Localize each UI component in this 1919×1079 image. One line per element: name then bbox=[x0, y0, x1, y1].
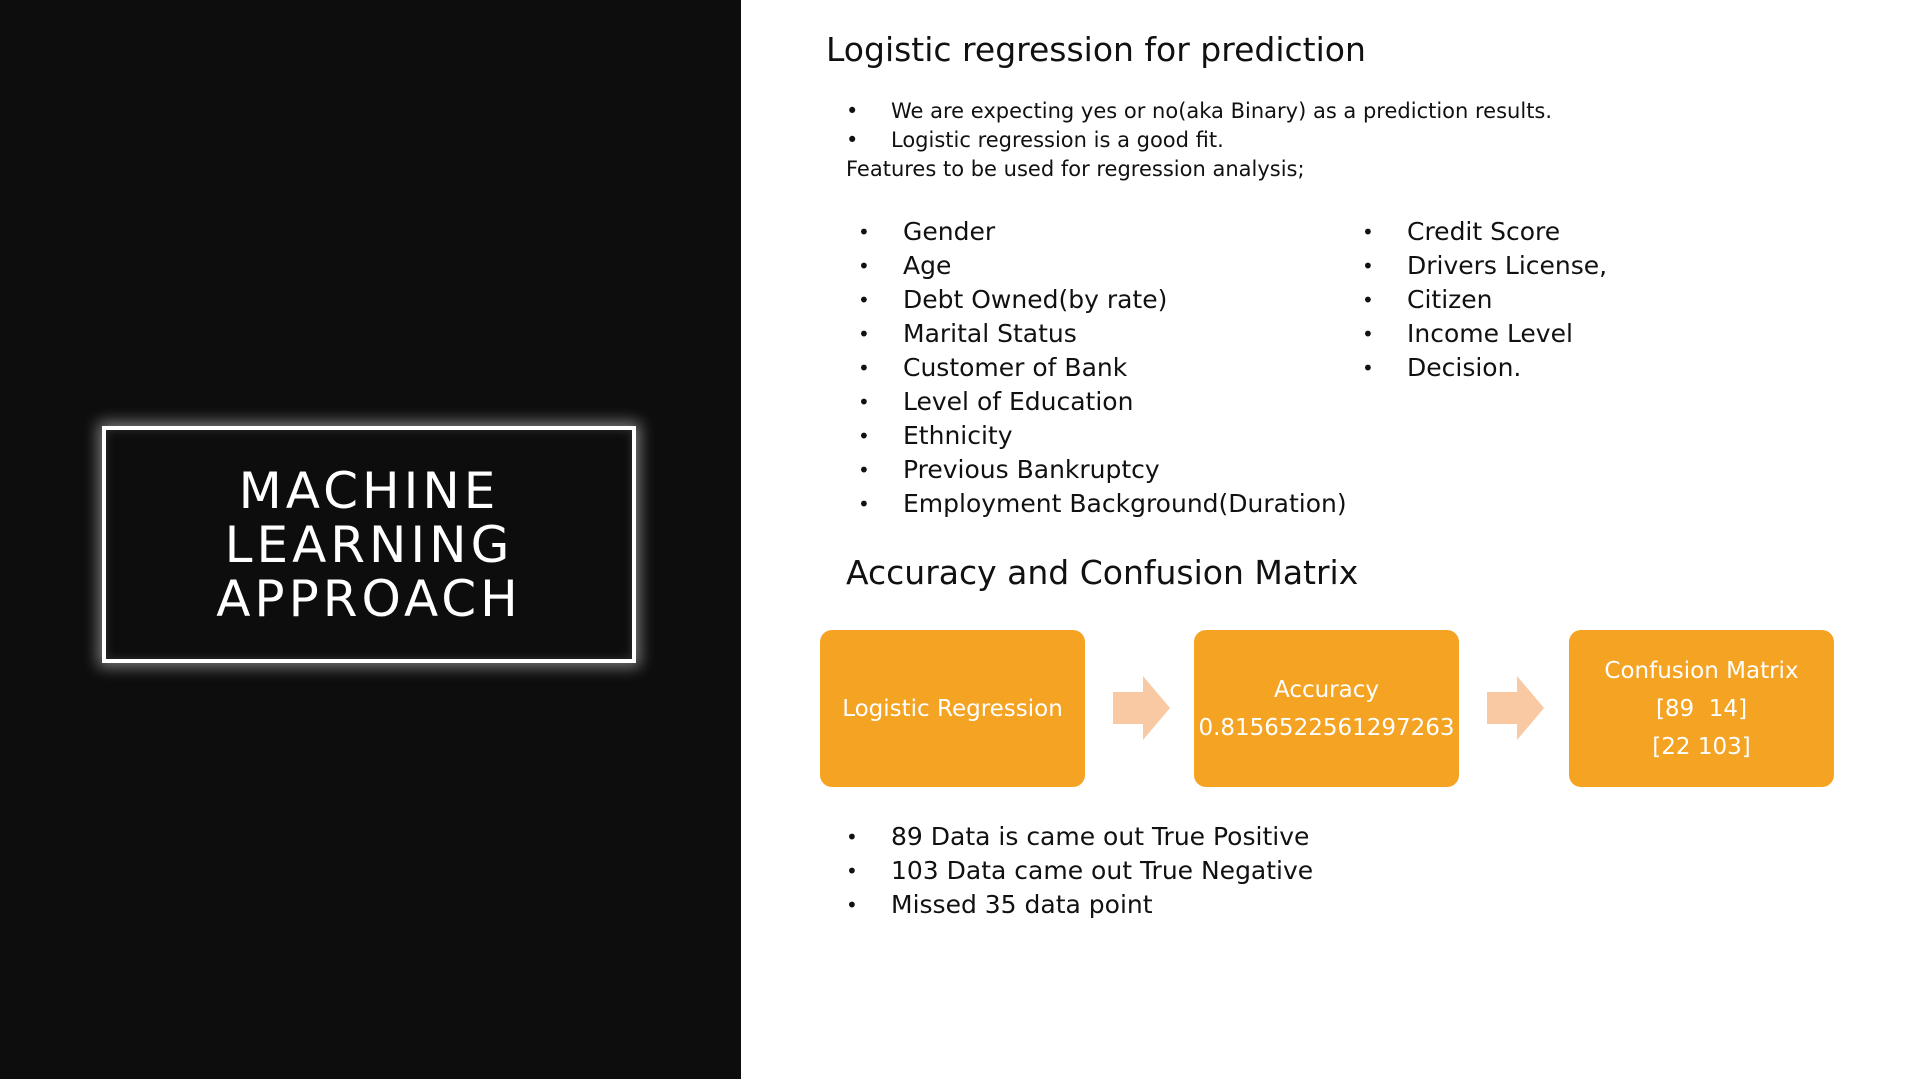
intro-bullet-2: Logistic regression is a good fit. bbox=[846, 126, 1552, 155]
feature-item: Previous Bankruptcy bbox=[858, 453, 1347, 487]
confusion-matrix-row-2: [22 103] bbox=[1652, 733, 1751, 760]
flow-box-logistic-regression: Logistic Regression bbox=[820, 630, 1085, 787]
result-item: 103 Data came out True Negative bbox=[846, 854, 1313, 888]
feature-item: Decision. bbox=[1362, 351, 1607, 385]
arrow-right-icon bbox=[1113, 676, 1170, 740]
feature-item: Drivers License, bbox=[1362, 249, 1607, 283]
title-line-2: LEARNING bbox=[224, 515, 514, 574]
feature-item: Income Level bbox=[1362, 317, 1607, 351]
title-line-1: MACHINE bbox=[238, 461, 500, 520]
feature-item: Marital Status bbox=[858, 317, 1347, 351]
flow-box-confusion-matrix: Confusion Matrix [89 14] [22 103] bbox=[1569, 630, 1834, 787]
feature-item: Level of Education bbox=[858, 385, 1347, 419]
left-panel: MACHINE LEARNING APPROACH bbox=[0, 0, 741, 1079]
heading-accuracy-confusion: Accuracy and Confusion Matrix bbox=[846, 553, 1359, 592]
confusion-matrix-label: Confusion Matrix bbox=[1604, 657, 1799, 684]
features-list-left: Gender Age Debt Owned(by rate) Marital S… bbox=[858, 215, 1347, 521]
arrow-right-icon bbox=[1487, 676, 1544, 740]
result-item: Missed 35 data point bbox=[846, 888, 1313, 922]
feature-item: Credit Score bbox=[1362, 215, 1607, 249]
feature-item: Customer of Bank bbox=[858, 351, 1347, 385]
intro-block: We are expecting yes or no(aka Binary) a… bbox=[846, 97, 1552, 184]
flow-box-label: Logistic Regression bbox=[842, 695, 1063, 722]
heading-logistic-regression: Logistic regression for prediction bbox=[826, 30, 1366, 69]
feature-item: Debt Owned(by rate) bbox=[858, 283, 1347, 317]
feature-item: Citizen bbox=[1362, 283, 1607, 317]
accuracy-value: 0.8156522561297263 bbox=[1198, 714, 1455, 741]
feature-item: Ethnicity bbox=[858, 419, 1347, 453]
result-item: 89 Data is came out True Positive bbox=[846, 820, 1313, 854]
feature-item: Employment Background(Duration) bbox=[858, 487, 1347, 521]
results-list: 89 Data is came out True Positive 103 Da… bbox=[846, 820, 1313, 922]
feature-item: Gender bbox=[858, 215, 1347, 249]
features-list-right: Credit Score Drivers License, Citizen In… bbox=[1362, 215, 1607, 385]
intro-text: Features to be used for regression analy… bbox=[846, 157, 1305, 181]
title-line-3: APPROACH bbox=[216, 569, 522, 628]
title-box: MACHINE LEARNING APPROACH bbox=[102, 426, 636, 663]
intro-bullet-1: We are expecting yes or no(aka Binary) a… bbox=[846, 97, 1552, 126]
confusion-matrix-row-1: [89 14] bbox=[1655, 695, 1748, 722]
accuracy-label: Accuracy bbox=[1273, 676, 1379, 703]
flow-box-accuracy: Accuracy 0.8156522561297263 bbox=[1194, 630, 1459, 787]
feature-item: Age bbox=[858, 249, 1347, 283]
